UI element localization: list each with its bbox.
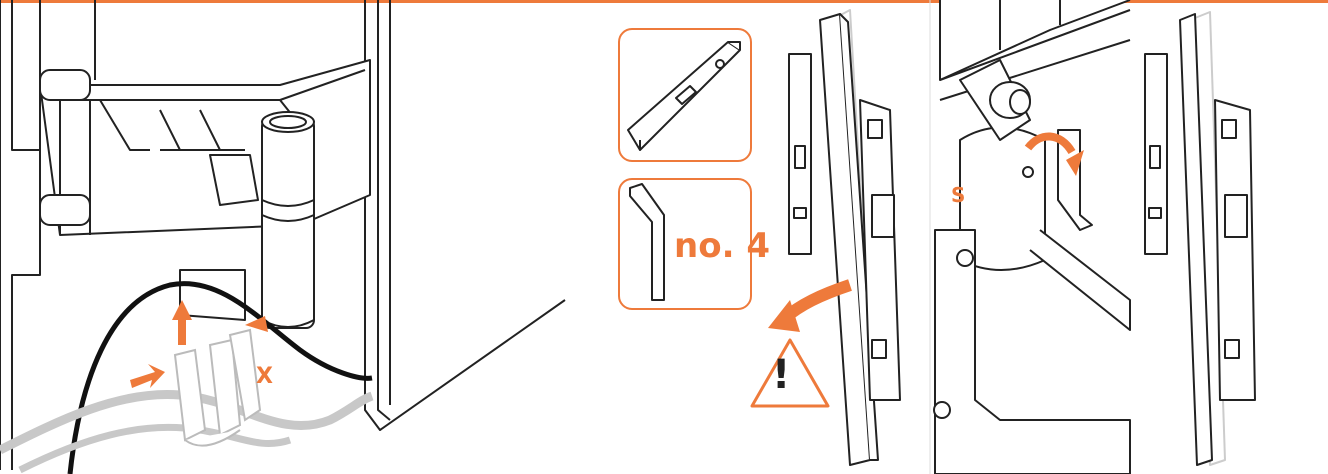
rotate-arrow-head: [1066, 150, 1084, 176]
warning-triangle-icon: [750, 338, 830, 408]
tool-box-spirit-level: [618, 28, 752, 162]
arrow-icon: [130, 300, 268, 388]
cable-clip: [173, 328, 262, 447]
wall-arm-scene: [0, 0, 566, 474]
label-s: S: [951, 183, 966, 207]
screw-detail-scene: [933, 0, 1131, 474]
warning-mark: !: [772, 352, 791, 398]
gray-cable-2: [18, 423, 292, 474]
rotate-arrow: [1024, 132, 1076, 155]
mount-tilt-scene: [788, 9, 901, 466]
mounted-panel-scene: [1144, 11, 1256, 466]
label-x: X: [256, 364, 273, 389]
hex-key-size-label: no. 4: [674, 226, 770, 266]
tilt-arrow-head: [768, 300, 800, 332]
